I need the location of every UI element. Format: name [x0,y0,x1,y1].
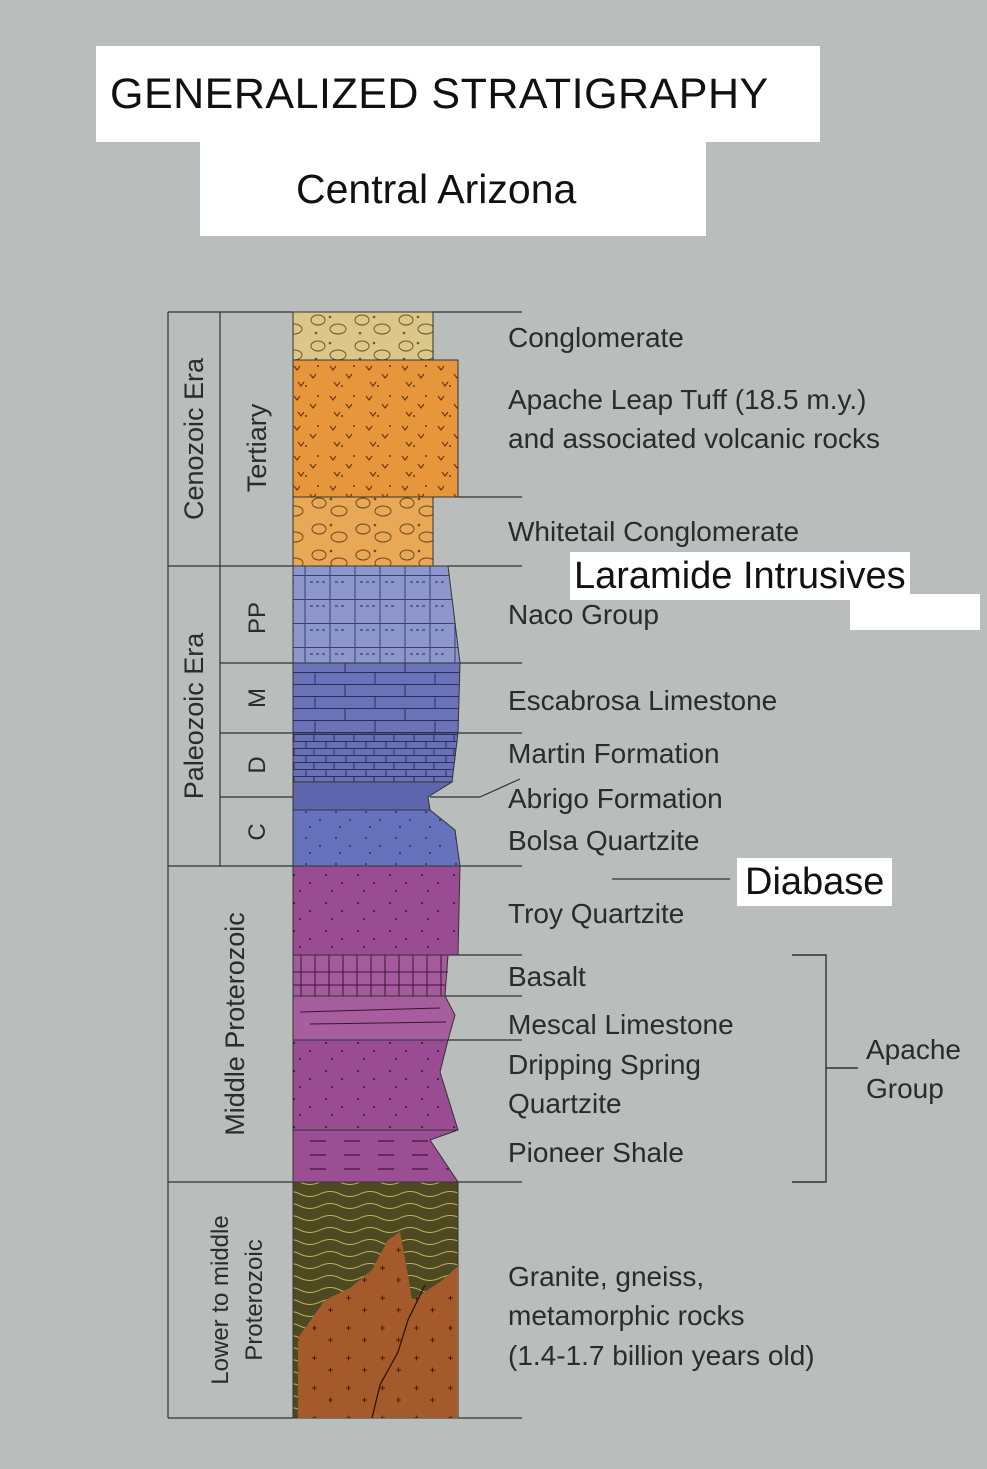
era-label-lower-to-middle-proterozoic-2: Proterozoic [241,1239,268,1360]
unit-label: Escabrosa Limestone [508,685,777,716]
apache-leap-tuff-layer [292,359,459,498]
unit-label: (1.4-1.7 billion years old) [508,1340,815,1371]
title-box [96,46,820,142]
unit-label: Dripping Spring [508,1049,701,1080]
era-label-cenozoic: Cenozoic Era [179,357,209,520]
period-label-c: C [244,823,271,840]
granite-fracture [371,1284,426,1419]
unit-label: metamorphic rocks [508,1300,745,1331]
unit-label: and associated volcanic rocks [508,423,880,454]
era-label-middle-proterozoic: Middle Proterozoic [220,912,250,1136]
pioneer-shale-layer [292,1129,459,1183]
unit-label: Quartzite [508,1088,622,1119]
layer-column [292,311,461,1419]
subtitle-box [200,140,706,236]
abrigo-formation-layer [292,781,454,811]
apache-group-label: Apache [866,1034,961,1065]
unit-label: Abrigo Formation [508,783,723,814]
laramide-box-2 [850,594,980,630]
page-title: GENERALIZED STRATIGRAPHY [110,70,769,118]
bolsa-quartzite-layer [292,809,461,867]
apache-group-bracket [792,954,858,1183]
unit-label: Apache Leap Tuff (18.5 m.y.) [508,384,867,415]
era-frame [167,311,293,1419]
period-label-d: D [244,756,271,773]
escabrosa-limestone-layer [292,662,461,734]
period-label-pp: PP [244,602,271,634]
unit-label: Mescal Limestone [508,1009,734,1040]
period-label-tertiary: Tertiary [242,403,272,492]
unit-label: Whitetail Conglomerate [508,516,799,547]
basalt-layer [292,954,449,997]
conglomerate-layer [292,311,434,361]
martin-formation-layer [292,732,459,783]
period-label-m: M [244,688,271,708]
unit-label: Pioneer Shale [508,1137,684,1168]
unit-label: Conglomerate [508,322,684,353]
era-label-lower-to-middle-proterozoic-1: Lower to middle [207,1215,234,1384]
diabase-label: Diabase [737,858,893,906]
apache-group-label: Group [866,1073,944,1104]
unit-label: Basalt [508,961,586,992]
era-label-paleozoic: Paleozoic Era [179,632,209,800]
unit-label: Martin Formation [508,738,720,769]
laramide-intrusives-label: Laramide Intrusives [570,552,910,600]
granite-body [298,1232,458,1418]
boundary-lines [430,311,730,1419]
unit-label: Naco Group [508,599,659,630]
page-subtitle: Central Arizona [296,166,577,212]
mescal-limestone-layer [292,995,456,1041]
troy-quartzite-layer [292,865,461,956]
unit-label: Bolsa Quartzite [508,825,699,856]
naco-group-layer [292,565,461,664]
unit-label: Troy Quartzite [508,898,684,929]
unit-label: Granite, gneiss, [508,1261,704,1292]
unit-labels: Conglomerate Apache Leap Tuff (18.5 m.y.… [508,322,880,1371]
dripping-spring-quartzite-layer [292,1039,459,1131]
whitetail-conglomerate-layer [292,496,434,567]
